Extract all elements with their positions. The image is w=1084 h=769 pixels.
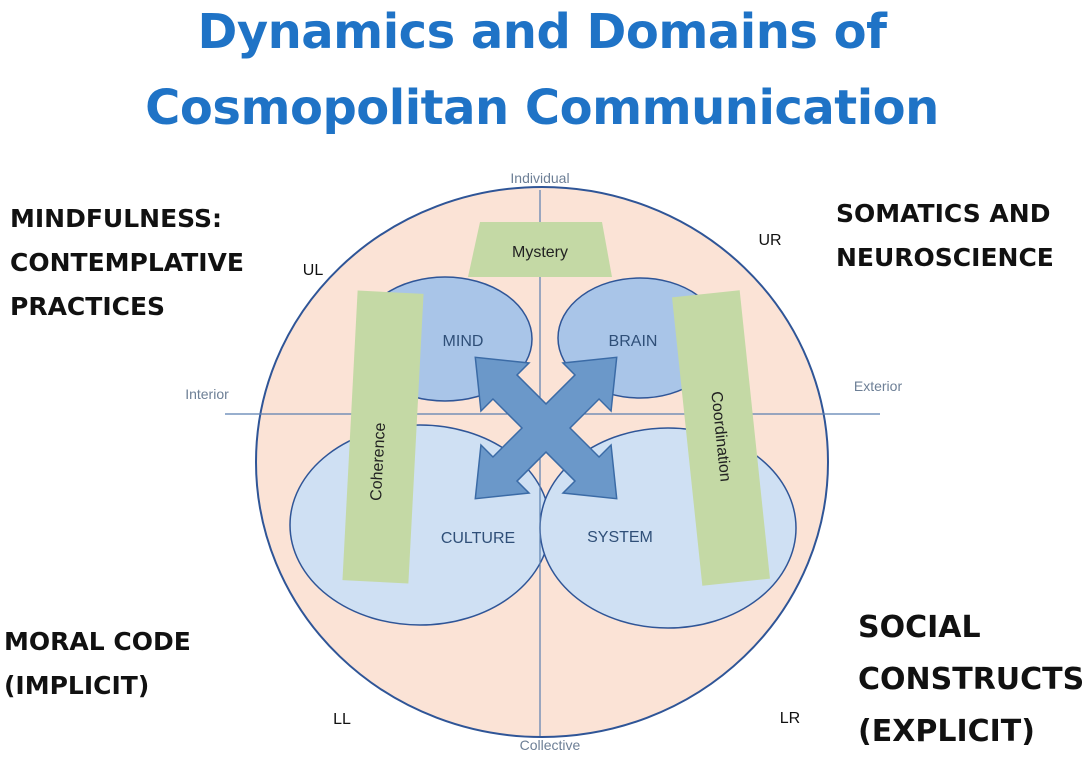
axis-label-individual: Individual [510,170,569,186]
domain-label-culture: CULTURE [441,530,515,547]
corner-label-line: MORAL CODE [4,627,191,656]
diagram-title-line-1: Dynamics and Domains of [197,4,887,60]
axis-label-interior: Interior [185,386,229,402]
quadrant-label-ur: UR [758,232,781,249]
corner-label-line: (IMPLICIT) [4,671,150,700]
corner-label-line: (EXPLICIT) [858,714,1035,749]
corner-label-line: SOCIAL [858,610,981,645]
domain-label-system: SYSTEM [587,529,653,546]
coherence-bar [342,290,424,584]
corner-label-line: CONTEMPLATIVE [10,248,244,277]
mystery-bar [468,222,612,277]
diagram-title-line-2: Cosmopolitan Communication [145,80,939,136]
corner-label-line: NEUROSCIENCE [836,243,1054,272]
corner-label-line: CONSTRUCTS [858,662,1084,697]
corner-label-bottom-left: MORAL CODE (IMPLICIT) [4,620,191,708]
coordination-bar [672,290,770,586]
four-way-arrow-icon [474,356,618,500]
quadrant-label-lr: LR [780,710,800,727]
axis-label-exterior: Exterior [854,378,903,394]
corner-label-top-left: MINDFULNESS: CONTEMPLATIVE PRACTICES [10,197,244,329]
axis-label-collective: Collective [520,737,581,753]
domain-label-mind: MIND [443,333,484,350]
corner-label-line: PRACTICES [10,292,166,321]
corner-label-top-right: SOMATICS AND NEUROSCIENCE [836,192,1054,280]
bar-label-mystery: Mystery [512,244,568,261]
corner-label-bottom-right: SOCIAL CONSTRUCTS (EXPLICIT) [858,602,1084,758]
bar-label-coherence: Coherence [368,422,389,501]
quadrant-label-ul: UL [303,262,324,279]
corner-label-line: SOMATICS AND [836,199,1051,228]
quadrant-label-ll: LL [333,711,351,728]
domain-label-brain: BRAIN [609,333,658,350]
corner-label-line: MINDFULNESS: [10,204,223,233]
